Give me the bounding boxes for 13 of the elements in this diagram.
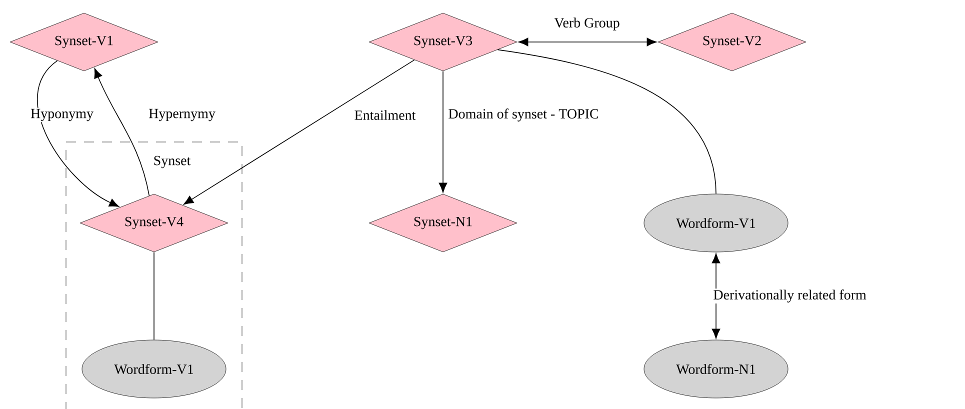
arrow xyxy=(37,60,120,207)
edge-label: Domain of synset - TOPIC xyxy=(447,108,600,122)
arrow xyxy=(712,253,720,339)
connector-line xyxy=(497,49,716,194)
edge-label: Hyponymy xyxy=(30,108,94,122)
arrow xyxy=(94,68,150,196)
edge-label: Hypernymy xyxy=(148,108,216,122)
arrow xyxy=(184,60,415,205)
arrow xyxy=(518,38,657,46)
arrow xyxy=(438,70,448,193)
edge-label: Entailment xyxy=(353,109,417,121)
edge-label: Derivationally related form xyxy=(712,288,868,304)
edge-label: Verb Group xyxy=(553,16,621,32)
